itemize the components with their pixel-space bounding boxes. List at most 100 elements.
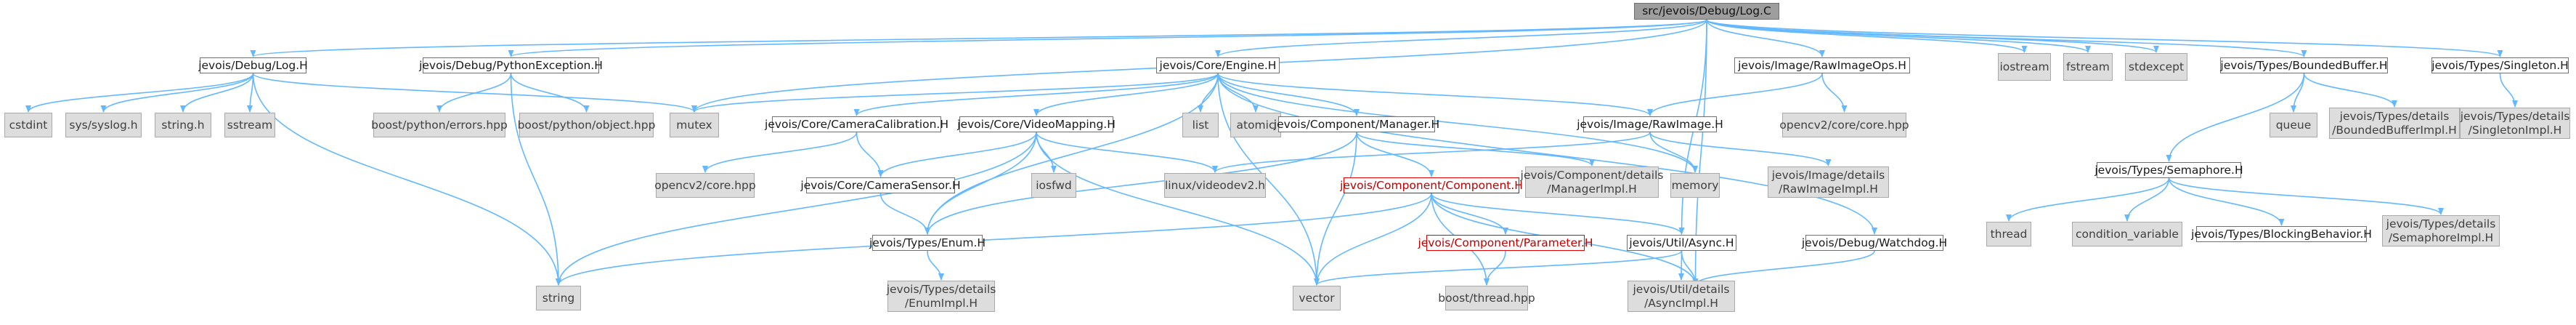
node-label: string.h (161, 118, 205, 132)
edge-root-to-bbuf (1706, 19, 2307, 57)
node-label: queue (2275, 118, 2312, 132)
node-vidmap[interactable]: jevois/Core/VideoMapping.H (957, 116, 1116, 132)
node-iosfwd: iosfwd (1031, 173, 1076, 198)
node-singleton[interactable]: jevois/Types/Singleton.H (2431, 57, 2569, 73)
node-syslog: sys/syslog.h (65, 113, 142, 137)
node-label: jevois/Core/CameraCalibration.H (765, 117, 948, 131)
node-label: list (1192, 118, 1209, 132)
node-compmgr[interactable]: jevois/Component/Manager.H (1274, 116, 1439, 132)
node-bbufimpl: jevois/Types/details /BoundedBufferImpl.… (2329, 108, 2460, 139)
node-memory: memory (1670, 173, 1720, 198)
node-label: jevois/Image/RawImage.H (1577, 117, 1723, 131)
edge-root-to-iostream (1706, 19, 2028, 53)
edge-vidmap-to-iosfwd (1036, 132, 1057, 173)
node-rawimpl: jevois/Image/details /RawImageImpl.H (1768, 166, 1889, 198)
edge-pyexc-to-bperrors (436, 73, 512, 113)
edge-enumH-to-enumimpl (927, 250, 944, 281)
node-enumimpl: jevois/Types/details /EnumImpl.H (886, 281, 996, 312)
node-label: jevois/Image/details /RawImageImpl.H (1771, 168, 1885, 196)
node-label: jevois/Debug/Watchdog.H (1801, 236, 1948, 249)
edge-rawops-to-cvcore (1821, 73, 1848, 113)
node-asyncimpl: jevois/Util/details /AsyncImpl.H (1628, 281, 1735, 312)
node-semaimpl: jevois/Types/details /SemaphoreImpl.H (2382, 215, 2500, 246)
node-blocking[interactable]: jevois/Types/BlockingBehavior.H (2191, 226, 2372, 242)
node-rawimg[interactable]: jevois/Image/RawImage.H (1577, 116, 1723, 132)
node-root[interactable]: src/jevois/Debug/Log.C (1634, 3, 1779, 20)
edge-vidmap-to-camsensor (877, 132, 1037, 177)
node-label: jevois/Types/details /SingletonImpl.H (2460, 109, 2570, 137)
node-camcal[interactable]: jevois/Core/CameraCalibration.H (765, 116, 948, 132)
edge-root-to-rawops (1706, 19, 1825, 57)
node-label: jevois/Debug/Log.H (198, 58, 308, 72)
edge-async-to-vector (1314, 250, 1683, 286)
node-list: list (1182, 113, 1219, 137)
edge-vidmap-to-string (556, 132, 1037, 286)
node-label: src/jevois/Debug/Log.C (1642, 4, 1771, 17)
node-string: string (536, 286, 581, 310)
edge-logH-to-cstdint (25, 73, 254, 113)
node-camsensor[interactable]: jevois/Core/CameraSensor.H (800, 177, 961, 193)
edge-compmgr-to-mgrimpl (1356, 132, 1595, 166)
edge-component-to-string (556, 193, 1432, 286)
node-singimpl: jevois/Types/details /SingletonImpl.H (2460, 108, 2570, 139)
node-label: condition_variable (2076, 227, 2179, 241)
node-label: atomic (1236, 118, 1275, 132)
node-label: string (542, 291, 575, 305)
edge-engine-to-vector (1217, 73, 1320, 286)
node-enumH[interactable]: jevois/Types/Enum.H (869, 235, 986, 251)
node-label: opencv2/core/core.hpp (1779, 118, 1909, 132)
node-sema[interactable]: jevois/Types/Semaphore.H (2094, 162, 2243, 178)
edge-rawimg-to-rawimpl (1649, 132, 1832, 166)
node-cvcorehpp: opencv2/core.hpp (654, 173, 756, 198)
node-component[interactable]: jevois/Component/Component.H (1340, 177, 1523, 193)
node-label: linux/videodev2.h (1164, 178, 1266, 192)
node-label: vector (1299, 291, 1335, 305)
node-label: jevois/Core/Engine.H (1159, 58, 1277, 72)
node-label: jevois/Types/BlockingBehavior.H (2191, 227, 2372, 241)
node-rawops[interactable]: jevois/Image/RawImageOps.H (1734, 57, 1910, 73)
node-bbuf[interactable]: jevois/Types/BoundedBuffer.H (2220, 57, 2388, 73)
node-label: jevois/Util/details /AsyncImpl.H (1633, 282, 1730, 310)
edge-engine-to-rawimg (1217, 73, 1653, 116)
node-label: jevois/Types/Singleton.H (2431, 58, 2569, 72)
edge-rawops-to-rawimg (1647, 73, 1823, 116)
node-label: fstream (2066, 60, 2110, 73)
node-label: jevois/Types/details /EnumImpl.H (886, 282, 996, 310)
edge-engine-to-enumH (925, 73, 1219, 235)
edge-vidmap-to-v4l2 (1036, 132, 1218, 173)
node-label: jevois/Component/Parameter.H (1418, 236, 1593, 249)
node-watchdog[interactable]: jevois/Debug/Watchdog.H (1802, 235, 1947, 251)
edge-logH-to-syslog (100, 73, 254, 113)
node-bpobject: boost/python/object.hpp (518, 113, 655, 137)
node-sstream: sstream (224, 113, 275, 137)
node-label: opencv2/core.hpp (654, 178, 756, 192)
node-async[interactable]: jevois/Util/Async.H (1627, 235, 1736, 251)
node-label: jevois/Types/details /SemaphoreImpl.H (2386, 217, 2496, 244)
edge-engine-to-vidmap (1033, 73, 1219, 116)
node-mgrimpl: jevois/Component/details /ManagerImpl.H (1521, 166, 1663, 198)
node-logH[interactable]: jevois/Debug/Log.H (198, 57, 308, 73)
node-label: boost/thread.hpp (1438, 291, 1535, 305)
node-label: jevois/Core/VideoMapping.H (957, 117, 1116, 131)
edge-rawimg-to-v4l2 (1212, 132, 1651, 173)
node-label: stdexcept (2128, 60, 2185, 73)
edge-engine-to-watchdog (1217, 73, 1877, 235)
node-label: jevois/Debug/PythonException.H (419, 58, 603, 72)
edge-camcal-to-camsensor (856, 132, 884, 177)
edge-sema-to-thread (2006, 177, 2170, 222)
edge-rawimg-to-memory (1649, 132, 1698, 173)
edge-vidmap-to-enumH (925, 132, 1037, 235)
node-param[interactable]: jevois/Component/Parameter.H (1418, 235, 1593, 251)
edge-vidmap-to-vector (1036, 132, 1320, 286)
node-engine[interactable]: jevois/Core/Engine.H (1156, 57, 1280, 73)
node-thread: thread (1986, 222, 2031, 246)
edge-component-to-param (1431, 193, 1508, 235)
node-pyexc[interactable]: jevois/Debug/PythonException.H (419, 57, 603, 73)
edge-root-to-fstream (1706, 19, 2091, 53)
edge-engine-to-camcal (853, 73, 1219, 116)
node-mutex: mutex (670, 113, 719, 137)
node-label: jevois/Component/Manager.H (1273, 117, 1440, 131)
node-label: memory (1671, 178, 1719, 192)
node-label: thread (1990, 227, 2028, 241)
